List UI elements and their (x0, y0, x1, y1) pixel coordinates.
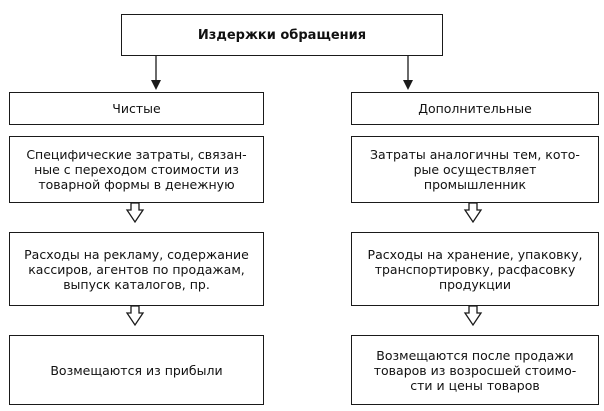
left-box-2-text: Расходы на рекламу, содержание кассиров,… (24, 246, 249, 292)
right-header-text: Дополнительные (418, 101, 532, 116)
right-box-3-text: Возмещаются после продажи товаров из воз… (373, 347, 577, 393)
left-box-1: Специфические затраты, связан- ные с пер… (9, 136, 264, 203)
right-box-1-text: Затраты аналогичны тем, кото- рые осущес… (370, 147, 580, 192)
block-arrow-left-2 (125, 305, 145, 327)
block-arrow-left-1 (125, 202, 145, 224)
title-box: Издержки обращения (121, 14, 443, 56)
right-box-2: Расходы на хранение, упаковку, транспорт… (351, 232, 599, 306)
arrow-right-head (403, 80, 413, 90)
left-header-box: Чистые (9, 92, 264, 125)
left-box-2: Расходы на рекламу, содержание кассиров,… (9, 232, 264, 306)
right-box-1: Затраты аналогичны тем, кото- рые осущес… (351, 136, 599, 203)
right-box-2-text: Расходы на хранение, упаковку, транспорт… (367, 246, 583, 292)
left-box-1-text: Специфические затраты, связан- ные с пер… (26, 147, 247, 192)
left-box-3-text: Возмещаются из прибыли (50, 362, 223, 378)
arrow-left-head (151, 80, 161, 90)
right-header-box: Дополнительные (351, 92, 599, 125)
title-text: Издержки обращения (197, 27, 367, 43)
left-box-3: Возмещаются из прибыли (9, 335, 264, 405)
left-header-text: Чистые (112, 101, 161, 116)
right-box-3: Возмещаются после продажи товаров из воз… (351, 335, 599, 405)
block-arrow-right-1 (463, 202, 483, 224)
block-arrow-right-2 (463, 305, 483, 327)
